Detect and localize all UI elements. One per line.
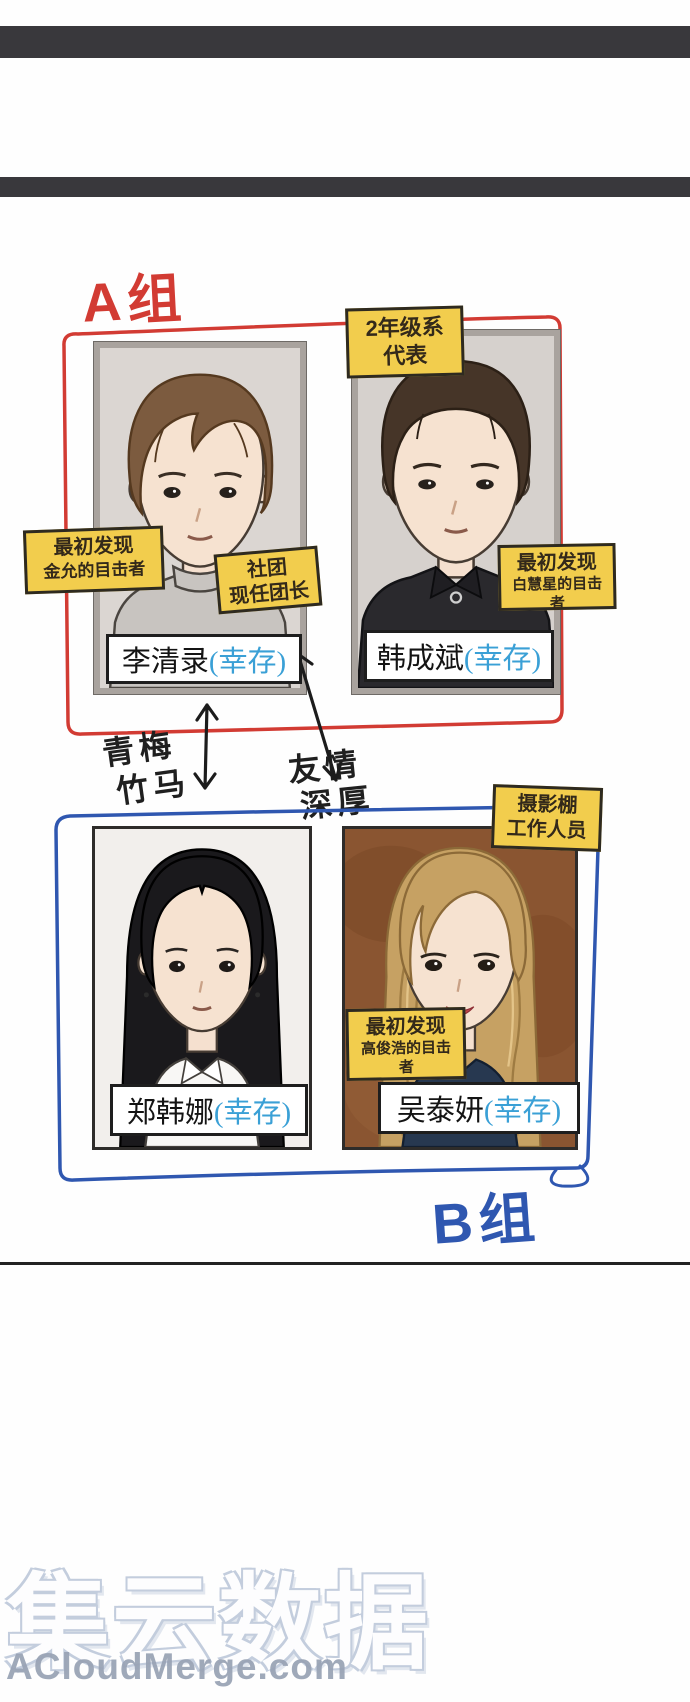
- member-status: (幸存): [463, 643, 542, 675]
- photo-li-qinglu: [94, 342, 306, 694]
- name-plate-zheng-hanna: 郑韩娜(幸存): [110, 1084, 308, 1136]
- note-line: 工作人员: [506, 817, 587, 843]
- sticky-note-baihuixing-witness: 最初发现 白慧星的目击者: [497, 542, 617, 612]
- name-plate-wu-taiyan: 吴泰妍(幸存): [378, 1082, 580, 1134]
- sticky-note-gaojunhao-witness: 最初发现 高俊浩的目击者: [345, 1006, 467, 1082]
- watermark-site-url: ACloudMerge.com: [6, 1646, 348, 1687]
- group-b-box-outline: [54, 804, 601, 1188]
- sticky-note-jinyun-witness: 最初发现 金允的目击者: [22, 525, 166, 595]
- note-line: 金允的目击者: [43, 559, 146, 582]
- member-status: (幸存): [208, 646, 287, 678]
- watermark-logo: 集云数据: [6, 1562, 431, 1684]
- member-name: 韩成斌: [376, 643, 464, 675]
- note-line: 最初发现: [365, 1015, 446, 1039]
- note-line: 最初发现: [516, 551, 597, 575]
- note-line: 代表: [383, 341, 428, 369]
- member-status: (幸存): [483, 1095, 562, 1127]
- portrait-li-qinglu-illustration: [100, 348, 300, 688]
- sticky-note-grade-rep: 2年级系 代表: [345, 305, 465, 379]
- photo-zheng-hanna: [92, 826, 312, 1150]
- member-name: 李清录: [121, 646, 209, 678]
- portrait-zheng-hanna-illustration: [95, 829, 309, 1147]
- name-plate-han-chengbin: 韩成斌(幸存): [364, 630, 554, 682]
- note-line: 2年级系: [365, 313, 445, 342]
- sticky-note-studio-staff: 摄影棚 工作人员: [490, 784, 604, 852]
- note-line: 摄影棚: [517, 792, 578, 818]
- panel-border-bar-top: [0, 26, 690, 58]
- panel-border-bar-second: [0, 177, 690, 197]
- double-arrow-childhood-friends: [193, 703, 219, 790]
- panel-divider-line: [0, 1262, 690, 1265]
- sticky-note-club-president: 社团 现任团长: [213, 545, 323, 615]
- note-line: 高俊浩的目击者: [360, 1039, 452, 1076]
- member-status: (幸存): [213, 1097, 292, 1129]
- name-plate-li-qinglu: 李清录(幸存): [106, 634, 302, 684]
- group-b-label: B组: [430, 1185, 543, 1256]
- member-name: 郑韩娜: [126, 1097, 214, 1129]
- member-name: 吴泰妍: [396, 1095, 484, 1127]
- note-line: 白慧星的目击者: [511, 575, 603, 612]
